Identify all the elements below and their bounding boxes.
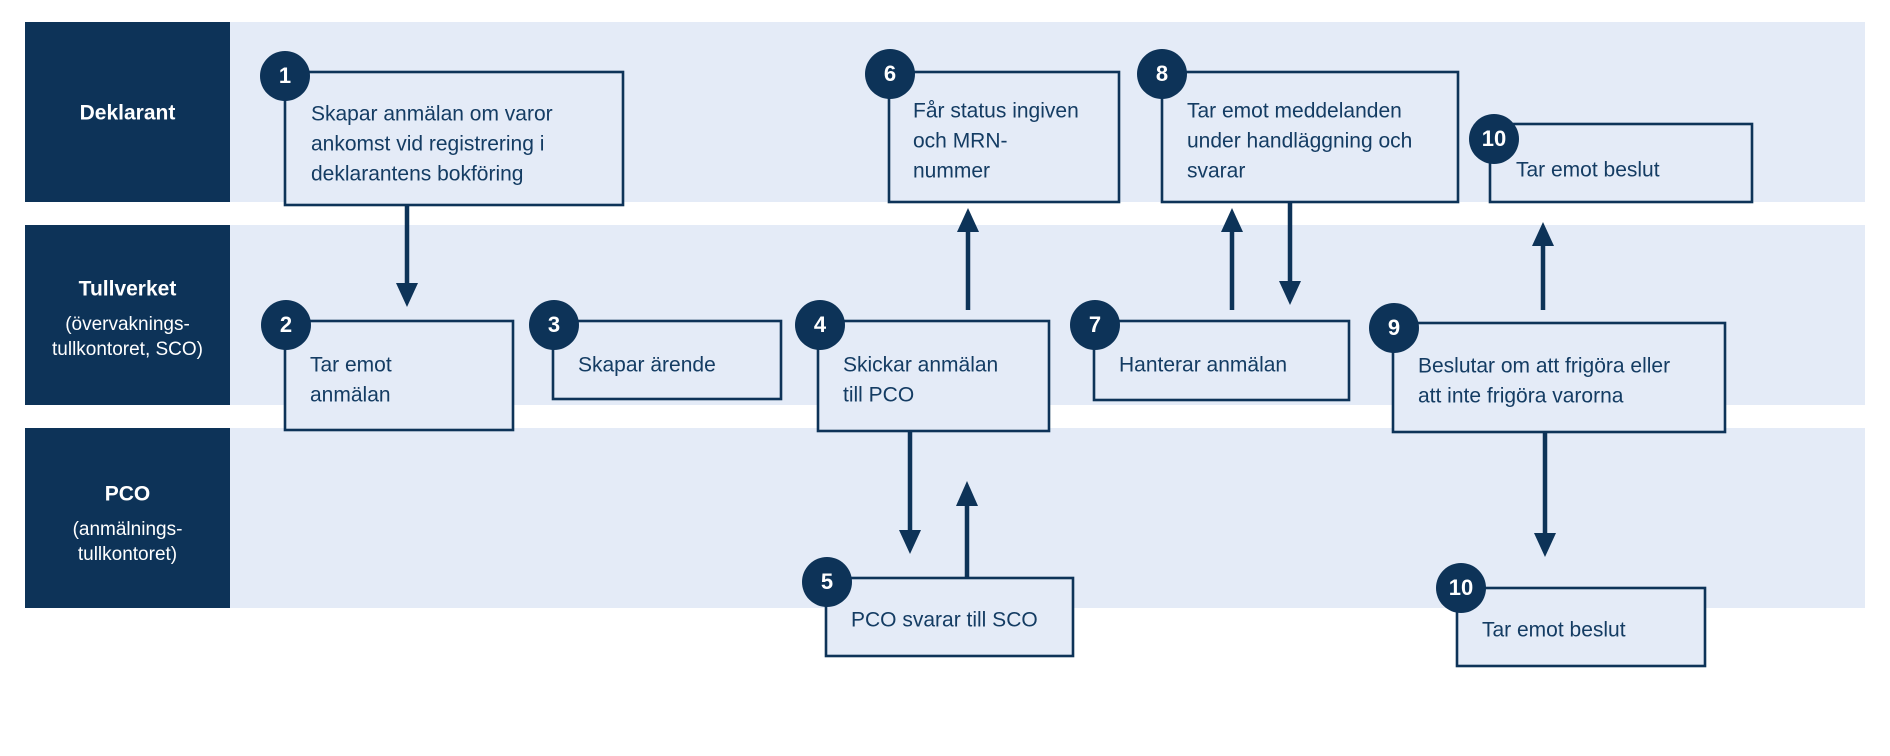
step-9-rect[interactable]	[1391, 321, 1727, 434]
step-5-badge	[802, 557, 852, 607]
lane-header-pco	[25, 428, 230, 608]
step-9-badge	[1369, 303, 1419, 353]
connector-9-to-10-pco	[1534, 432, 1556, 557]
step-8-rect[interactable]	[1160, 70, 1460, 204]
step-4-number: 4	[814, 312, 827, 337]
step-1-badge	[260, 51, 310, 101]
lane-subtitle-tullverket-line1: (övervaknings-	[65, 314, 190, 335]
step-4-badge	[795, 300, 845, 350]
step-5-rect[interactable]	[824, 576, 1075, 658]
step-box-1[interactable]: Skapar anmälan om varor ankomst vid regi…	[260, 51, 625, 207]
step-box-7[interactable]: Hanterar anmälan 7	[1070, 300, 1351, 402]
step-7-number: 7	[1089, 312, 1101, 337]
step-6-line-1: Får status ingiven	[913, 100, 1079, 123]
step-1-line-2: ankomst vid registrering i	[311, 133, 544, 156]
step-7-badge	[1070, 300, 1120, 350]
connector-9-to-10-deklarant	[1532, 222, 1554, 310]
step-2-rect[interactable]	[283, 319, 515, 432]
step-box-6[interactable]: Får status ingiven och MRN- nummer 6	[865, 49, 1121, 204]
step-3-line-1: Skapar ärende	[578, 354, 716, 377]
step-6-line-2: och MRN-	[913, 130, 1008, 153]
step-box-8[interactable]: Tar emot meddelanden under handläggning …	[1137, 49, 1460, 204]
step-10-deklarant-badge	[1469, 114, 1519, 164]
step-box-9[interactable]: Beslutar om att frigöra eller att inte f…	[1369, 303, 1727, 434]
step-10-pco-rect[interactable]	[1455, 586, 1707, 668]
step-2-badge	[261, 300, 311, 350]
step-box-2[interactable]: Tar emot anmälan 2	[261, 300, 515, 432]
step-8-line-3: svarar	[1187, 160, 1245, 183]
lane-header-tullverket	[25, 225, 230, 405]
step-1-number: 1	[279, 63, 291, 88]
step-10-pco-number: 10	[1449, 575, 1473, 600]
step-8-line-2: under handläggning och	[1187, 130, 1412, 153]
step-10-deklarant-rect[interactable]	[1488, 122, 1754, 204]
lane-title-deklarant: Deklarant	[80, 102, 176, 125]
step-7-rect[interactable]	[1092, 319, 1351, 402]
step-5-line-1: PCO svarar till SCO	[851, 609, 1038, 632]
step-7-line-1: Hanterar anmälan	[1119, 354, 1287, 377]
lane-header-deklarant	[25, 22, 230, 202]
connector-4-to-5	[899, 432, 921, 554]
step-3-rect[interactable]	[551, 319, 783, 401]
step-9-line-1: Beslutar om att frigöra eller	[1418, 355, 1670, 378]
step-4-line-2: till PCO	[843, 384, 914, 407]
step-8-badge	[1137, 49, 1187, 99]
connector-8-to-7	[1279, 200, 1301, 305]
step-9-number: 9	[1388, 315, 1400, 340]
step-2-line-2: anmälan	[310, 384, 391, 407]
step-1-line-1: Skapar anmälan om varor	[311, 103, 553, 126]
step-6-number: 6	[884, 61, 896, 86]
connector-1-to-2	[396, 205, 418, 307]
step-6-badge	[865, 49, 915, 99]
step-box-5[interactable]: PCO svarar till SCO 5	[802, 557, 1075, 658]
step-box-3[interactable]: Skapar ärende 3	[529, 300, 783, 401]
step-box-4[interactable]: Skickar anmälan till PCO 4	[795, 300, 1051, 433]
step-6-rect[interactable]	[887, 70, 1121, 204]
connector-5-to-4	[956, 481, 978, 578]
step-5-number: 5	[821, 569, 833, 594]
step-4-line-1: Skickar anmälan	[843, 354, 998, 377]
step-2-number: 2	[280, 312, 292, 337]
step-8-line-1: Tar emot meddelanden	[1187, 100, 1402, 123]
step-box-10-pco[interactable]: Tar emot beslut 10	[1436, 563, 1707, 668]
step-3-badge	[529, 300, 579, 350]
lane-subtitle-pco-line2: tullkontoret)	[78, 544, 177, 565]
connector-7-to-8	[1221, 208, 1243, 310]
lane-subtitle-pco-line1: (anmälnings-	[73, 519, 183, 540]
step-3-number: 3	[548, 312, 560, 337]
step-8-number: 8	[1156, 61, 1168, 86]
lane-title-pco: PCO	[105, 483, 151, 506]
step-10-pco-badge	[1436, 563, 1486, 613]
step-9-line-2: att inte frigöra varorna	[1418, 385, 1624, 408]
step-6-line-3: nummer	[913, 160, 990, 183]
step-1-rect[interactable]	[283, 70, 625, 207]
lane-subtitle-tullverket-line2: tullkontoret, SCO)	[52, 339, 203, 360]
connector-4-to-6	[957, 208, 979, 310]
step-box-10-deklarant[interactable]: Tar emot beslut 10	[1469, 114, 1754, 204]
step-4-rect[interactable]	[816, 319, 1051, 433]
step-1-line-3: deklarantens bokföring	[311, 163, 523, 186]
step-2-line-1: Tar emot	[310, 354, 392, 377]
step-10-deklarant-line-1: Tar emot beslut	[1516, 159, 1660, 182]
step-10-pco-line-1: Tar emot beslut	[1482, 619, 1626, 642]
lane-title-tullverket: Tullverket	[79, 278, 177, 301]
step-10-deklarant-number: 10	[1482, 126, 1506, 151]
